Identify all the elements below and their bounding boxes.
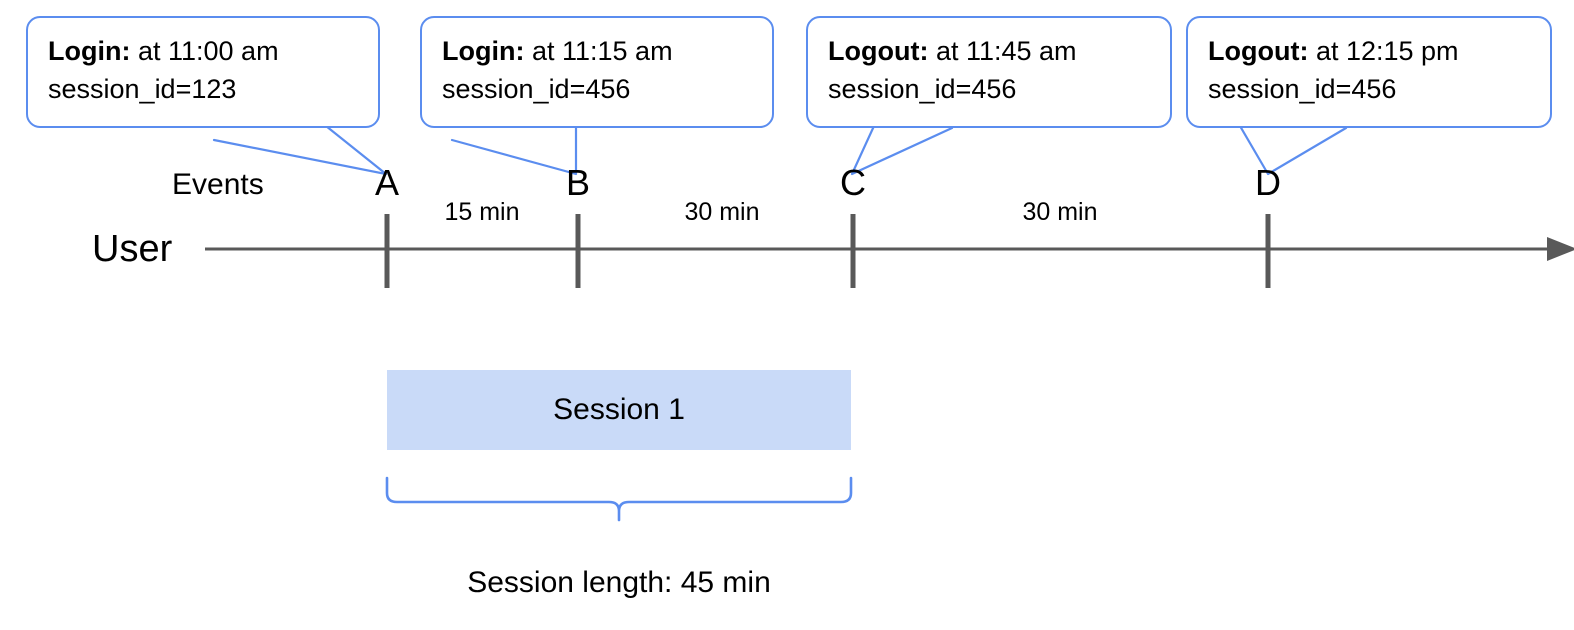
marker-label-a: A	[374, 162, 399, 203]
marker-label-c: C	[840, 162, 866, 203]
callout-c-session-id: session_id=456	[828, 74, 1017, 105]
marker-label-b: B	[565, 162, 590, 203]
callout-b-session-id: session_id=456	[442, 74, 631, 105]
callout-d-event-type: Logout:	[1208, 36, 1309, 66]
lane-label-user: User	[92, 228, 173, 270]
callout-a-event-type: Login:	[48, 36, 131, 66]
callout-a-time: at 11:00 am	[130, 36, 279, 66]
callout-c-line-1: Logout: at 11:45 am	[828, 32, 1152, 70]
callout-d-time: at 12:15 pm	[1308, 36, 1459, 66]
callout-d-line-1: Logout: at 12:15 pm	[1208, 32, 1532, 70]
session-length-brace	[385, 476, 853, 522]
callout-a-session-id: session_id=123	[48, 74, 237, 105]
session-bar-label: Session 1	[553, 393, 685, 426]
session-bar: Session 1	[387, 370, 851, 450]
callout-a-line-1: Login: at 11:00 am	[48, 32, 360, 70]
callout-b-line-1: Login: at 11:15 am	[442, 32, 754, 70]
events-label: Events	[172, 168, 264, 201]
callout-tail-a	[212, 124, 388, 176]
marker-label-d: D	[1255, 162, 1281, 203]
callout-b-event-type: Login:	[442, 36, 525, 66]
callout-bubble-c: Logout: at 11:45 am session_id=456	[806, 16, 1172, 128]
callout-c-event-type: Logout:	[828, 36, 929, 66]
callout-bubble-d: Logout: at 12:15 pm session_id=456	[1186, 16, 1552, 128]
callout-bubble-b: Login: at 11:15 am session_id=456	[420, 16, 774, 128]
callout-b-time: at 11:15 am	[524, 36, 673, 66]
callout-bubble-a: Login: at 11:00 am session_id=123	[26, 16, 380, 128]
interval-label-b-c: 30 min	[684, 198, 760, 226]
interval-label-c-d: 30 min	[1022, 198, 1098, 226]
session-length-caption: Session length: 45 min	[467, 566, 771, 599]
callout-c-time: at 11:45 am	[928, 36, 1077, 66]
callout-d-session-id: session_id=456	[1208, 74, 1397, 105]
interval-label-a-b: 15 min	[444, 198, 520, 226]
